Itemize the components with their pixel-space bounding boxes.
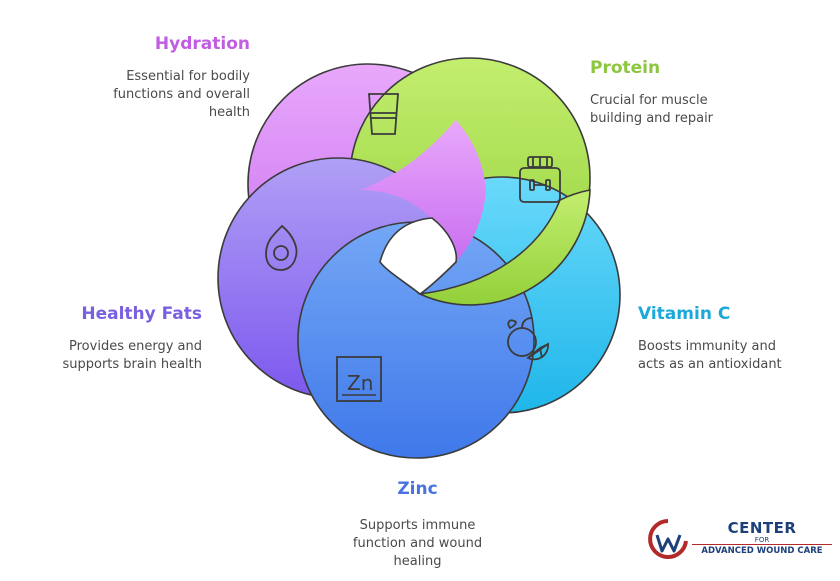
label-vitamin-c: Vitamin C Boosts immunity and acts as an… — [638, 304, 828, 374]
healthy-fats-desc-line: Provides energy and — [69, 339, 202, 354]
citrus-icon — [507, 317, 549, 361]
hydration-desc-line: functions and overall — [113, 87, 250, 102]
healthy-fats-desc-line: supports brain health — [62, 357, 202, 372]
protein-desc-line: Crucial for muscle — [590, 93, 708, 108]
protein-description: Crucial for muscle building and repair — [590, 92, 790, 128]
center-hole — [379, 217, 458, 295]
protein-title: Protein — [590, 58, 661, 78]
label-hydration: Hydration Essential for bodily functions… — [70, 34, 250, 122]
vitamin-c-description: Boosts immunity and acts as an antioxida… — [638, 338, 828, 374]
zinc-desc-line: Supports immune — [359, 518, 476, 533]
healthy-fats-title: Healthy Fats — [81, 304, 202, 324]
protein-jar-icon — [519, 156, 561, 203]
hydration-title: Hydration — [154, 34, 250, 54]
protein-desc-line: building and repair — [590, 111, 714, 126]
label-healthy-fats: Healthy Fats Provides energy and support… — [30, 304, 202, 374]
label-zinc: Zinc Supports immune function and wound … — [330, 479, 505, 571]
segment-hydration-overlap — [360, 120, 486, 262]
vitamin-c-desc-line: acts as an antioxidant — [638, 357, 782, 372]
center-for-advanced-wound-care-logo: CENTER FOR ADVANCED WOUND CARE — [646, 517, 836, 561]
vitamin-c-desc-line: Boosts immunity and — [638, 339, 777, 354]
logo-line-advanced-wound-care: ADVANCED WOUND CARE — [692, 544, 832, 556]
hydration-desc-line: Essential for bodily — [126, 69, 250, 84]
logo-wordmark: CENTER FOR ADVANCED WOUND CARE — [692, 519, 832, 556]
zinc-desc-line: healing — [393, 554, 442, 569]
zinc-desc-line: function and wound — [352, 536, 483, 551]
zinc-title: Zinc — [397, 479, 438, 499]
zinc-symbol-text: Zn — [347, 371, 373, 395]
hydration-desc-line: health — [208, 105, 250, 120]
zinc-element-icon: Zn — [336, 356, 382, 402]
logo-mark-icon — [648, 519, 688, 559]
avocado-icon — [265, 224, 298, 271]
logo-line-center: CENTER — [727, 519, 797, 537]
zinc-description: Supports immune function and wound heali… — [330, 517, 505, 571]
logo-line-for: FOR — [754, 536, 770, 544]
healthy-fats-description: Provides energy and supports brain healt… — [30, 338, 202, 374]
hydration-description: Essential for bodily functions and overa… — [70, 68, 250, 122]
vitamin-c-title: Vitamin C — [638, 304, 731, 324]
label-protein: Protein Crucial for muscle building and … — [590, 58, 790, 128]
water-glass-icon — [368, 93, 399, 135]
segment-protein-overlap — [417, 189, 591, 306]
